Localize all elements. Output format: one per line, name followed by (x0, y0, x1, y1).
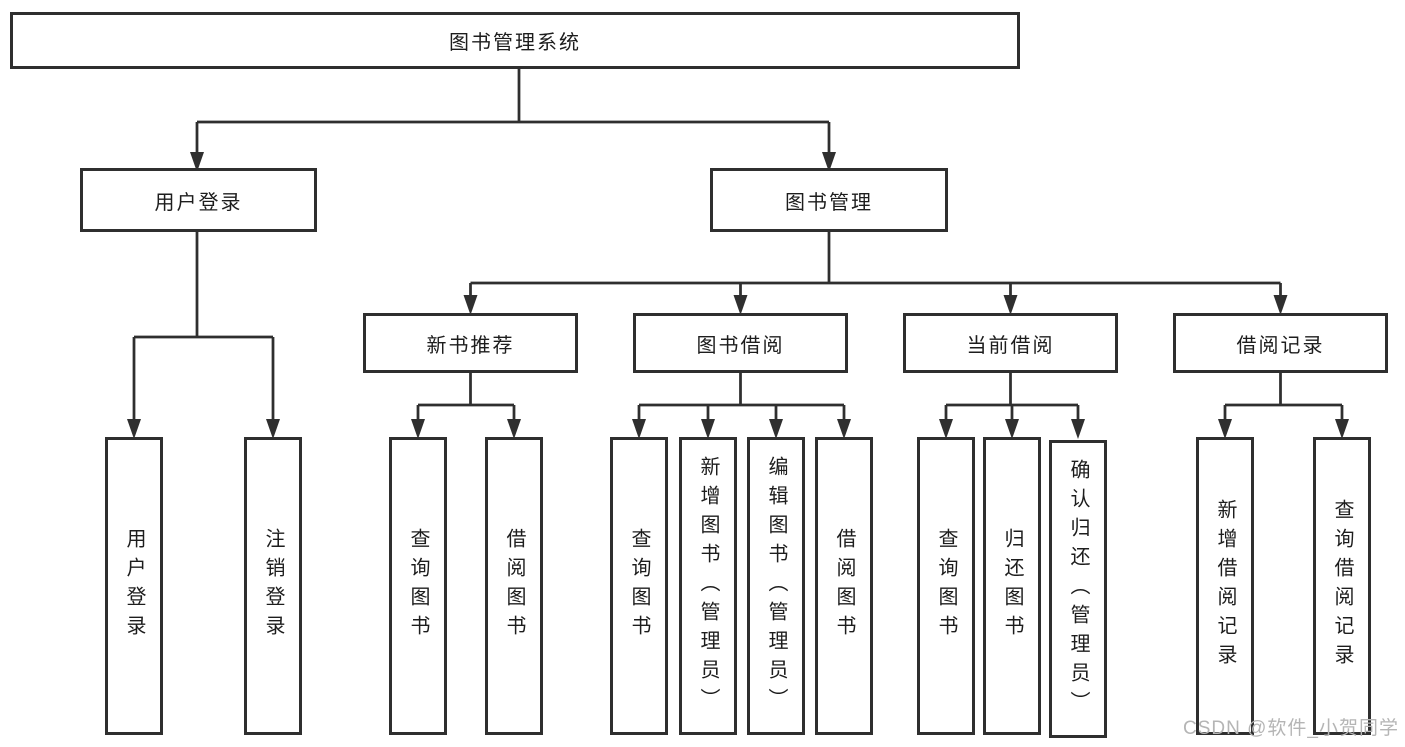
leaf-label: 查询图书 (407, 528, 429, 644)
arrow-down-icon (463, 295, 478, 315)
leaf-add-borrow-record: 新增借阅记录 (1196, 437, 1254, 735)
node-user-login: 用户登录 (80, 168, 317, 232)
leaf-logout: 注销登录 (244, 437, 302, 735)
leaf-borrow-books-2: 借阅图书 (815, 437, 873, 735)
leaf-label: 编辑图书（管理员） (765, 455, 787, 717)
node-book-management: 图书管理 (710, 168, 948, 232)
node-root: 图书管理系统 (10, 12, 1020, 69)
leaf-user-login: 用户登录 (105, 437, 163, 735)
leaf-query-books-2: 查询图书 (610, 437, 668, 735)
arrow-down-icon (507, 419, 521, 439)
leaf-add-books-admin: 新增图书（管理员） (679, 437, 737, 735)
arrow-down-icon (266, 419, 280, 439)
arrow-down-icon (1218, 419, 1232, 439)
leaf-borrow-books-1: 借阅图书 (485, 437, 543, 735)
leaf-label: 查询图书 (935, 528, 957, 644)
arrow-down-icon (769, 419, 783, 439)
node-root-label: 图书管理系统 (449, 32, 581, 54)
connector-spines (134, 69, 1342, 407)
arrow-down-icon (1335, 419, 1349, 439)
leaf-label: 用户登录 (123, 528, 145, 644)
arrow-down-icon (632, 419, 646, 439)
arrow-down-icon (1071, 419, 1085, 439)
arrow-down-icon (1273, 295, 1288, 315)
arrow-down-icon (837, 419, 851, 439)
node-user-login-label: 用户登录 (154, 191, 243, 214)
leaf-return-books: 归还图书 (983, 437, 1041, 735)
node-new-book-recommend-label: 新书推荐 (426, 334, 515, 357)
node-new-book-recommend: 新书推荐 (363, 313, 578, 373)
node-book-management-label: 图书管理 (785, 191, 873, 214)
leaf-query-books-3: 查询图书 (917, 437, 975, 735)
arrow-down-icon (127, 419, 141, 439)
arrow-shafts (132, 122, 1344, 425)
arrow-down-icon (701, 419, 715, 439)
node-book-borrow-label: 图书借阅 (696, 334, 785, 357)
node-borrow-records-label: 借阅记录 (1236, 334, 1325, 357)
node-current-borrow: 当前借阅 (903, 313, 1118, 373)
csdn-watermark: CSDN @软件_小贺同学 (1183, 718, 1399, 739)
arrow-down-icon (411, 419, 425, 439)
arrow-down-icon (190, 152, 204, 172)
leaf-query-borrow-record: 查询借阅记录 (1313, 437, 1371, 735)
leaf-edit-books-admin: 编辑图书（管理员） (747, 437, 805, 735)
leaf-label: 新增图书（管理员） (697, 455, 719, 717)
leaf-label: 新增借阅记录 (1214, 499, 1236, 673)
leaf-confirm-return-admin: 确认归还（管理员） (1049, 440, 1107, 738)
leaf-label: 查询借阅记录 (1331, 499, 1353, 673)
node-book-borrow: 图书借阅 (633, 313, 848, 373)
leaf-label: 查询图书 (628, 528, 650, 644)
arrow-down-icon (1005, 419, 1019, 439)
arrow-down-icon (939, 419, 953, 439)
leaf-label: 借阅图书 (833, 528, 855, 644)
leaf-query-books-1: 查询图书 (389, 437, 447, 735)
leaf-label: 归还图书 (1001, 528, 1023, 644)
arrow-down-icon (822, 152, 836, 172)
arrow-down-icon (1003, 295, 1018, 315)
leaf-label: 借阅图书 (503, 528, 525, 644)
leaf-label: 确认归还（管理员） (1067, 458, 1089, 720)
arrow-down-icon (733, 295, 748, 315)
leaf-label: 注销登录 (262, 528, 284, 644)
node-current-borrow-label: 当前借阅 (966, 334, 1055, 357)
node-borrow-records: 借阅记录 (1173, 313, 1388, 373)
